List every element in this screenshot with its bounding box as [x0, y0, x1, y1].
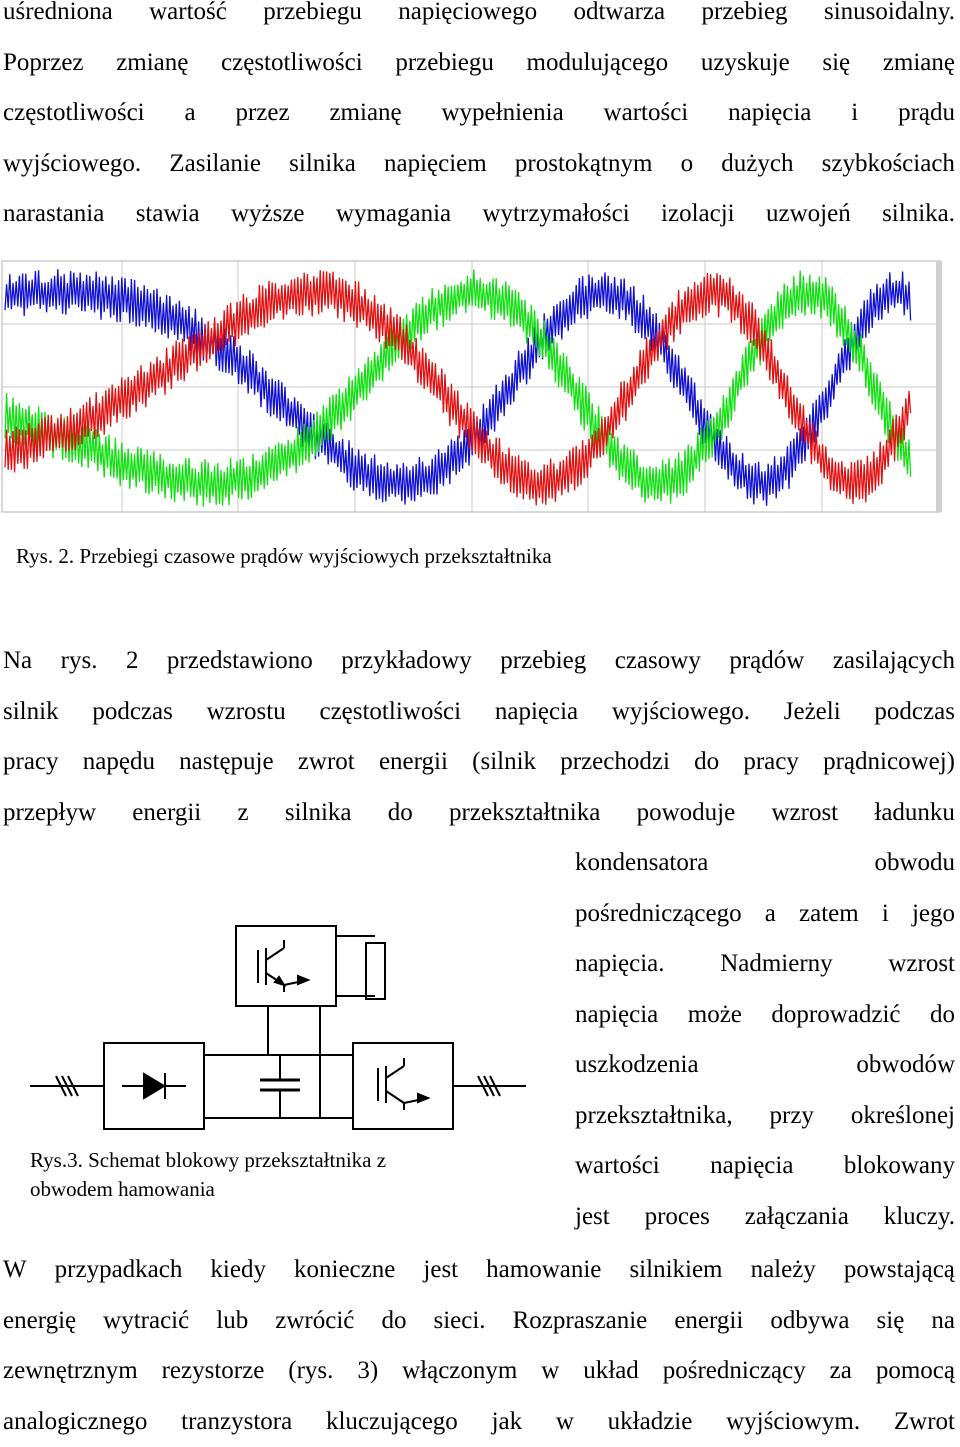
- figure-3-caption: Rys.3. Schemat blokowy przekształtnika z…: [30, 1146, 490, 1204]
- inverter-block: [353, 1043, 453, 1129]
- transistor-icon: [378, 1058, 428, 1110]
- transistor-icon: [258, 940, 308, 992]
- capacitor-icon: [260, 1055, 300, 1118]
- diode-icon: [122, 1073, 186, 1099]
- caption-line: Rys.3. Schemat blokowy przekształtnika z: [30, 1146, 490, 1175]
- figure-2-caption: Rys. 2. Przebiegi czasowe prądów wyjścio…: [16, 544, 552, 569]
- text-line: narastania stawia wyższe wymagania wytrz…: [3, 189, 955, 240]
- resistor-icon: [366, 943, 385, 999]
- current-waveform-figure: [0, 258, 950, 518]
- plot-edge: [936, 261, 942, 512]
- paragraph-intro: uśredniona wartość przebiegu napięcioweg…: [3, 0, 955, 240]
- caption-line: obwodem hamowania: [30, 1175, 490, 1204]
- converter-block-diagram: [28, 918, 528, 1138]
- brake-transistor-block: [236, 926, 336, 1006]
- text-line: uśredniona wartość przebiegu napięcioweg…: [3, 0, 955, 38]
